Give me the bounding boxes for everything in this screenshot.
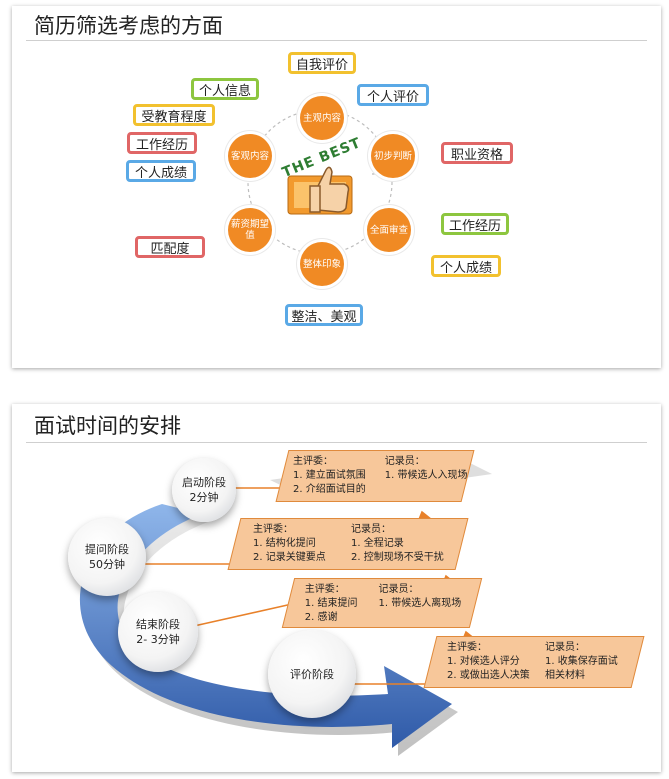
thumbs-up-icon — [287, 166, 353, 215]
tag-self-eval: 自我评价 — [288, 52, 356, 74]
stage-end: 结束阶段 2- 3分钟 — [118, 592, 198, 672]
box2-head2: 记录员： — [351, 524, 391, 535]
tag-match: 匹配度 — [135, 236, 205, 258]
box4-item1a: 1. 对候选人评分 — [447, 656, 520, 667]
box1-item2a: 1. 带候选人入现场 — [384, 470, 468, 481]
box3-item2a: 1. 带候选人离现场 — [378, 598, 462, 609]
box1-item1b: 2. 介绍面试目的 — [293, 484, 366, 495]
slide-interview-schedule: 面试时间的安排 启动阶段 2分钟 — [12, 404, 661, 772]
box2-item2a: 1. 全程记录 — [351, 538, 404, 549]
box4-head1: 主评委： — [447, 642, 487, 653]
tag-tidy: 整洁、美观 — [285, 304, 363, 326]
box4-item2b: 相关材料 — [545, 670, 585, 681]
box1-head2: 记录员： — [384, 456, 425, 467]
box3-head2: 记录员： — [378, 584, 419, 595]
box4-item2a: 1. 收集保存面试 — [545, 656, 618, 667]
box2-item1a: 1. 结构化提问 — [253, 538, 316, 549]
box1-item1a: 1. 建立面试氛围 — [293, 470, 366, 481]
tag-personal-eval: 个人评价 — [357, 84, 429, 106]
box3-head1: 主评委： — [304, 584, 345, 595]
slide2-title-rule — [26, 442, 647, 443]
slide2-title: 面试时间的安排 — [34, 414, 181, 438]
stage-end-name: 结束阶段 — [136, 618, 180, 631]
node-salary: 薪资期望值 — [228, 208, 272, 252]
box2-item1b: 2. 记录关键要点 — [253, 552, 326, 563]
tag-achievements-left: 个人成绩 — [126, 160, 196, 182]
stage-question: 提问阶段 50分钟 — [68, 518, 146, 596]
stage-start: 启动阶段 2分钟 — [172, 458, 236, 522]
box2-head1: 主评委： — [253, 524, 293, 535]
box2-item2b: 2. 控制现场不受干扰 — [351, 552, 444, 563]
node-preliminary: 初步判断 — [371, 134, 415, 178]
node-overall: 整体印象 — [300, 242, 344, 286]
box3-item1b: 2. 感谢 — [304, 612, 338, 623]
slide-resume-screening: 简历筛选考虑的方面 THE BEST 主观内容 初步判断 全面审查 整体印象 薪… — [12, 6, 661, 368]
tag-education: 受教育程度 — [133, 104, 215, 126]
tag-personal-info: 个人信息 — [191, 78, 259, 100]
stage-question-name: 提问阶段 — [85, 543, 129, 556]
stage-eval: 评价阶段 — [268, 630, 356, 718]
tag-achievements-right: 个人成绩 — [431, 255, 501, 277]
tag-work-history-right: 工作经历 — [441, 213, 509, 235]
node-objective: 客观内容 — [228, 134, 272, 178]
stage-eval-name: 评价阶段 — [290, 667, 334, 681]
tag-qualification: 职业资格 — [441, 142, 513, 164]
stage-start-time: 2分钟 — [189, 491, 219, 504]
node-comprehensive: 全面审查 — [367, 208, 411, 252]
slide1-title-rule — [26, 40, 647, 41]
stage-start-name: 启动阶段 — [182, 476, 226, 489]
tag-work-history-left: 工作经历 — [127, 132, 197, 154]
box1-head1: 主评委： — [293, 456, 333, 467]
stage-question-time: 50分钟 — [89, 558, 125, 571]
box4-head2: 记录员： — [545, 642, 585, 653]
task-box-end: 主评委： 1. 结束提问 2. 感谢 记录员： 1. 带候选人离现场 — [281, 578, 483, 628]
task-box-question: 主评委： 1. 结构化提问 2. 记录关键要点 记录员： 1. 全程记录 2. … — [227, 518, 469, 570]
task-box-eval: 主评委： 1. 对候选人评分 2. 或做出选人决策 记录员： 1. 收集保存面试… — [423, 636, 645, 688]
stage-end-time: 2- 3分钟 — [136, 633, 180, 646]
slide1-title: 简历筛选考虑的方面 — [34, 14, 223, 38]
the-best-badge: THE BEST — [274, 135, 368, 218]
node-subjective: 主观内容 — [300, 96, 344, 140]
task-box-start: 主评委： 1. 建立面试氛围 2. 介绍面试目的 记录员： 1. 带候选人入现场 — [275, 450, 475, 502]
box4-item1b: 2. 或做出选人决策 — [447, 670, 530, 681]
box3-item1a: 1. 结束提问 — [304, 598, 358, 609]
